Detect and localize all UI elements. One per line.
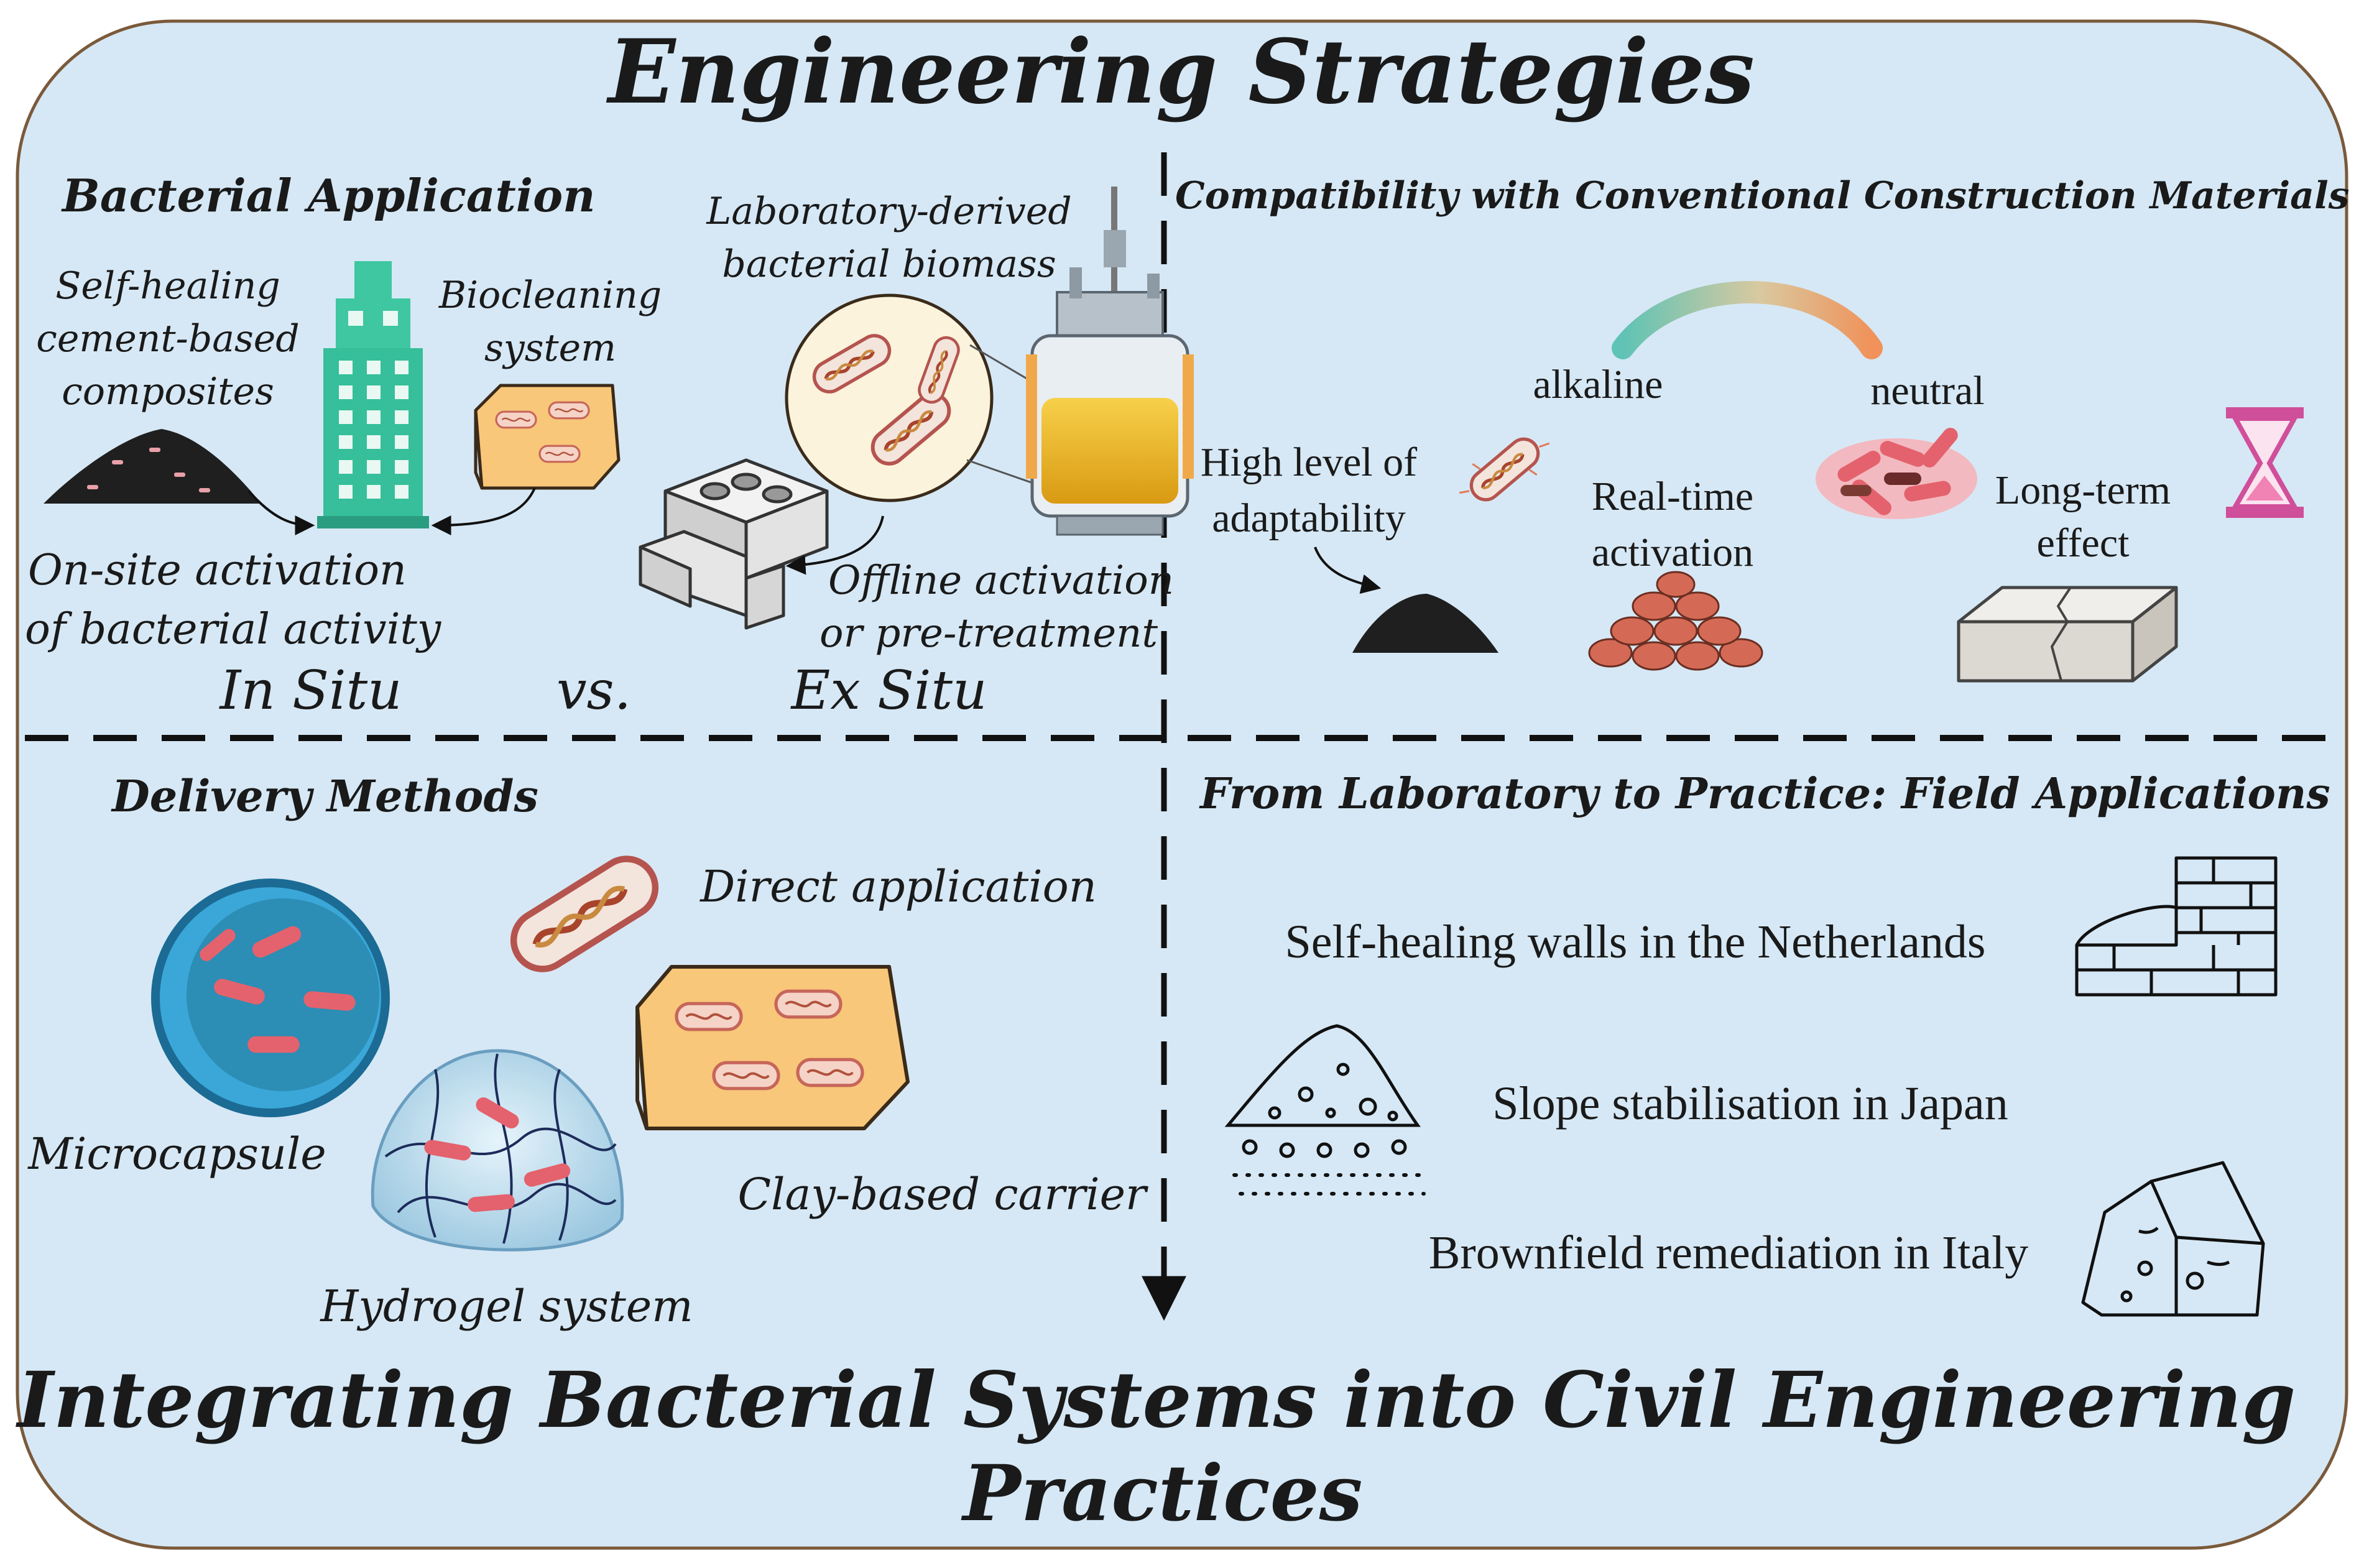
vs-label: vs. <box>556 660 631 722</box>
gravel-pile-icon <box>1588 571 1763 671</box>
slope-soil-icon <box>1224 1024 1426 1196</box>
concrete-blocks-icon <box>639 458 829 630</box>
svg-text:Self-healing: Self-healing <box>55 264 280 308</box>
svg-text:or pre-treatment: or pre-treatment <box>820 611 1158 657</box>
direct-application-label: Direct application <box>699 861 1097 912</box>
skyscraper-icon <box>317 261 429 528</box>
alkaline-label: alkaline <box>1533 362 1663 407</box>
neutral-label: neutral <box>1870 368 1984 413</box>
svg-text:activation: activation <box>1592 530 1753 575</box>
arrow-reactor-to-blocks <box>785 515 884 575</box>
in-situ-label: In Situ <box>218 660 402 722</box>
svg-text:Long-term: Long-term <box>1995 468 2171 513</box>
bacterial-application-heading: Bacterial Application <box>61 169 596 222</box>
ex-situ-label: Ex Situ <box>790 660 987 722</box>
magnify-connector <box>966 459 1039 486</box>
field-heading: From Laboratory to Practice: Field Appli… <box>1199 769 2330 819</box>
self-healing-label: Self-healing cement-based composites <box>36 264 299 413</box>
cement-powder-icon <box>44 429 261 504</box>
svg-text:composites: composites <box>62 370 274 413</box>
svg-text:Laboratory-derived: Laboratory-derived <box>706 190 1071 233</box>
hydrogel-label: Hydrogel system <box>319 1281 693 1332</box>
svg-text:of bacterial activity: of bacterial activity <box>25 605 442 654</box>
sponge-carrier-icon <box>474 384 621 490</box>
svg-text:effect: effect <box>2037 520 2130 566</box>
arrow-cement-to-building <box>247 490 315 535</box>
bacterium-magnified-icon <box>785 293 994 502</box>
arrow-adaptability <box>1314 546 1382 594</box>
field-item: Slope stabilisation in Japan <box>1492 1077 2008 1130</box>
field-item: Brownfield remediation in Italy <box>1429 1227 2029 1279</box>
svg-text:On-site activation: On-site activation <box>28 546 407 595</box>
svg-text:Real-time: Real-time <box>1592 474 1753 519</box>
bacterial-aggregate-icon <box>1816 425 1977 519</box>
field-item: Self-healing walls in the Netherlands <box>1285 916 1985 968</box>
biocleaning-label: Biocleaning system <box>438 274 662 370</box>
delivery-heading: Delivery Methods <box>111 770 538 822</box>
realtime-label: Real-time activation <box>1592 474 1753 575</box>
offline-activation-label: Offline activation or pre-treatment <box>820 558 1174 657</box>
cracked-slab-icon <box>1957 586 2178 683</box>
svg-text:system: system <box>484 326 616 370</box>
onsite-activation-label: On-site activation of bacterial activity <box>25 546 442 654</box>
lab-biomass-label: Laboratory-derived bacterial biomass <box>706 190 1071 286</box>
svg-text:High level of: High level of <box>1201 440 1417 485</box>
rock-icon <box>2081 1161 2265 1317</box>
svg-text:bacterial biomass: bacterial biomass <box>722 242 1056 286</box>
arrow-sponge-to-building <box>431 487 536 535</box>
svg-text:Biocleaning: Biocleaning <box>438 274 662 317</box>
brick-wall-icon <box>2075 856 2278 997</box>
hourglass-icon <box>2226 407 2304 518</box>
footer-title: Practices <box>961 1449 1362 1539</box>
svg-text:cement-based: cement-based <box>36 317 299 361</box>
longterm-label: Long-term effect <box>1995 468 2171 566</box>
bioreactor-icon <box>1026 187 1194 536</box>
page-title: Engineering Strategies <box>606 21 1755 124</box>
clay-carrier-label: Clay-based carrier <box>738 1169 1149 1220</box>
sponge-carrier-icon <box>635 965 910 1130</box>
bacterium-icon <box>1459 418 1550 520</box>
svg-text:Offline activation: Offline activation <box>828 558 1174 604</box>
high-level-label: High level of adaptability <box>1201 440 1417 541</box>
microcapsule-label: Microcapsule <box>27 1128 326 1179</box>
ph-arc <box>1612 281 1883 359</box>
compatibility-heading: Compatibility with Conventional Construc… <box>1175 174 2350 218</box>
microcapsule-icon <box>151 879 390 1117</box>
cement-powder-icon <box>1352 594 1498 653</box>
svg-text:adaptability: adaptability <box>1212 496 1406 541</box>
hydrogel-icon <box>371 1049 624 1252</box>
footer-title: Integrating Bacterial Systems into Civil… <box>16 1355 2296 1446</box>
